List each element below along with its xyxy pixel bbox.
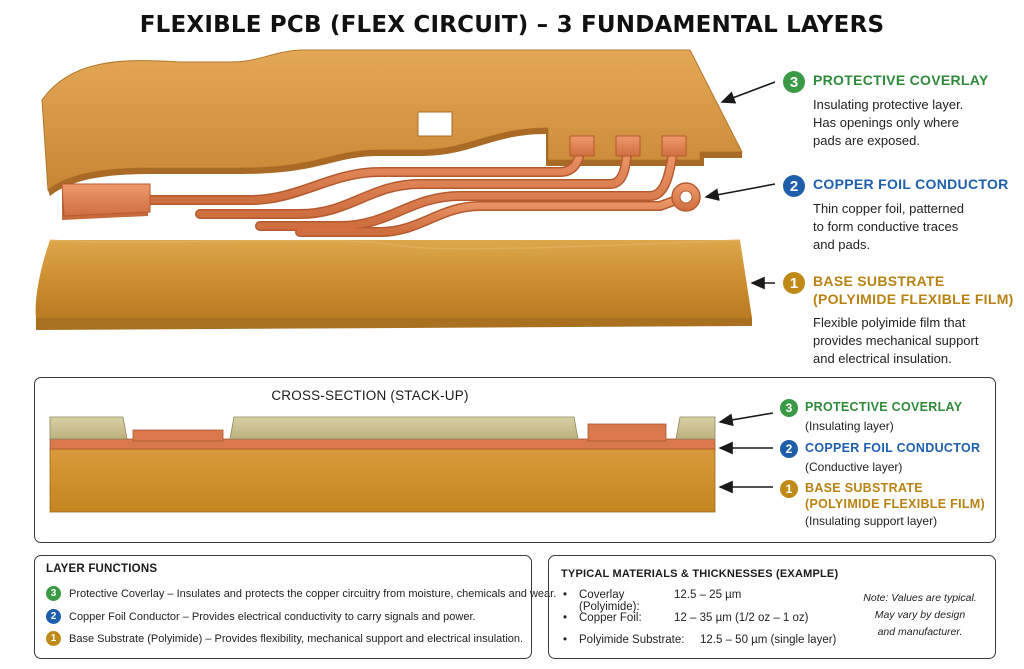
callout-substrate-desc: Flexible polyimide film that provides me… [813, 315, 979, 366]
bullet: • [563, 634, 568, 646]
callout-coverlay-name: PROTECTIVE COVERLAY [813, 72, 989, 88]
cross-section-stackup [49, 416, 716, 513]
bullet: • [563, 612, 568, 624]
page-title: FLEXIBLE PCB (FLEX CIRCUIT) – 3 FUNDAMEN… [139, 12, 885, 38]
cs-label-substrate: 1 BASE SUBSTRATE (POLYIMIDE FLEXIBLE FIL… [780, 480, 985, 529]
cs-label-substrate-name: BASE SUBSTRATE (POLYIMIDE FLEXIBLE FILM) [805, 481, 985, 511]
function-row-substrate: 1 Base Substrate (Polyimide) – Provides … [46, 631, 523, 646]
cs-label-coverlay: 3 PROTECTIVE COVERLAY (Insulating layer) [780, 399, 962, 434]
badge-2-icon: 2 [783, 175, 805, 197]
cs-label-copper-sub: (Conductive layer) [805, 460, 903, 474]
copper-pads [61, 135, 701, 220]
material-copper-value: 12 – 35 µm (1/2 oz – 1 oz) [674, 612, 809, 624]
material-substrate-label: Polyimide Substrate: [579, 634, 685, 646]
material-row-coverlay: • Coverlay (Polyimide): 12.5 – 25 µm [563, 589, 741, 613]
layer-functions-title: LAYER FUNCTIONS [46, 563, 158, 575]
layer-functions-panel [34, 555, 532, 659]
copper-traces [135, 140, 687, 237]
badge-3-icon: 3 [783, 71, 805, 93]
material-row-substrate: • Polyimide Substrate: 12.5 – 50 µm (sin… [563, 634, 836, 646]
copper-arrow [704, 183, 776, 201]
cs-coverlay-arrow [718, 412, 774, 427]
cs-label-substrate-sub: (Insulating support layer) [805, 514, 938, 528]
base-substrate-film [35, 239, 752, 330]
materials-panel [548, 555, 996, 659]
cs-label-copper: 2 COPPER FOIL CONDUCTOR (Conductive laye… [780, 440, 980, 475]
callout-copper: 2 COPPER FOIL CONDUCTOR Thin copper foil… [783, 175, 1009, 254]
fn-substrate-name: Base Substrate (Polyimide) [69, 632, 203, 645]
materials-note: Note: Values are typical. May vary by de… [863, 592, 977, 638]
fn-copper-name: Copper Foil Conductor [69, 610, 180, 623]
cross-section-title: CROSS-SECTION (STACK-UP) [271, 388, 469, 403]
fn-badge-1-icon: 1 [46, 631, 61, 646]
coverlay-film [41, 49, 743, 196]
cs-label-coverlay-name: PROTECTIVE COVERLAY [805, 400, 963, 414]
cs-badge-1-icon: 1 [780, 480, 798, 498]
fn-coverlay-name: Protective Coverlay [69, 587, 165, 600]
fn-badge-3-icon: 3 [46, 586, 61, 601]
material-coverlay-label: Coverlay (Polyimide): [579, 589, 640, 613]
material-row-copper: • Copper Foil: 12 – 35 µm (1/2 oz – 1 oz… [563, 612, 808, 624]
material-substrate-value: 12.5 – 50 µm (single layer) [700, 634, 837, 646]
material-coverlay-value: 12.5 – 25 µm [674, 589, 742, 601]
materials-title: TYPICAL MATERIALS & THICKNESSES (EXAMPLE… [561, 568, 839, 580]
callout-coverlay: 3 PROTECTIVE COVERLAY Insulating protect… [783, 71, 989, 150]
badge-1-icon: 1 [783, 272, 805, 294]
callout-coverlay-desc: Insulating protective layer. Has opening… [813, 97, 964, 148]
fn-substrate-text: – Provides flexibility, mechanical suppo… [202, 632, 524, 645]
cross-section-panel [34, 377, 996, 543]
cs-badge-2-icon: 2 [780, 440, 798, 458]
callout-substrate-name: BASE SUBSTRATE (POLYIMIDE FLEXIBLE FILM) [813, 273, 1014, 307]
callout-substrate: 1 BASE SUBSTRATE (POLYIMIDE FLEXIBLE FIL… [783, 272, 1014, 368]
callout-copper-desc: Thin copper foil, patterned to form cond… [813, 201, 965, 252]
fn-badge-2-icon: 2 [46, 609, 61, 624]
fn-coverlay-text: – Insulates and protects the copper circ… [164, 587, 557, 600]
cs-label-coverlay-sub: (Insulating layer) [805, 419, 894, 433]
cs-label-copper-name: COPPER FOIL CONDUCTOR [805, 441, 981, 455]
cs-badge-3-icon: 3 [780, 399, 798, 417]
function-row-copper: 2 Copper Foil Conductor – Provides elect… [46, 609, 476, 624]
material-copper-label: Copper Foil: [579, 612, 642, 624]
bullet: • [563, 589, 568, 601]
fn-copper-text: – Provides electrical conductivity to ca… [179, 610, 476, 623]
coverlay-arrow [720, 81, 776, 104]
function-row-coverlay: 3 Protective Coverlay – Insulates and pr… [46, 586, 556, 601]
callout-copper-name: COPPER FOIL CONDUCTOR [813, 176, 1009, 192]
